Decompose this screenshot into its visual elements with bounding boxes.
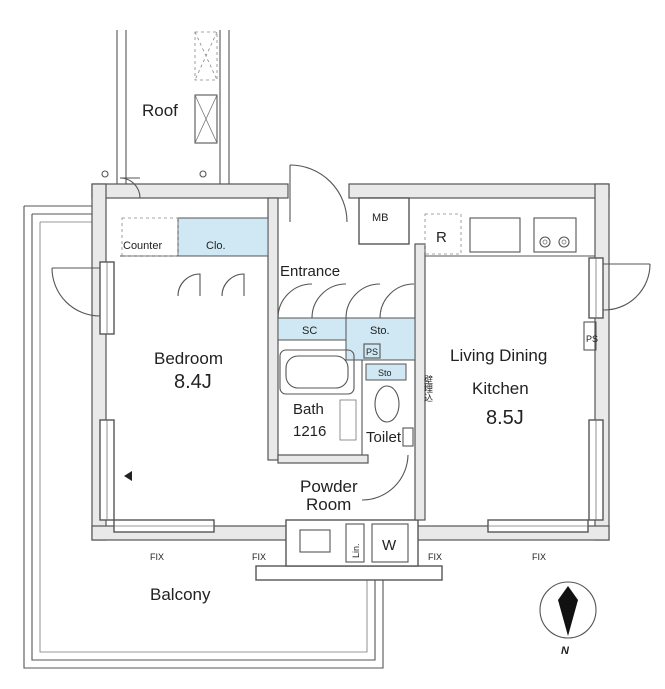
sink-box	[299, 529, 331, 553]
exterior-walls	[91, 183, 610, 567]
fix-label-3: FIX	[428, 552, 442, 562]
kitchen-fixtures	[424, 213, 597, 351]
door-swing-icon	[51, 164, 651, 501]
counter-area	[121, 217, 179, 257]
bath-label: Bath	[293, 401, 324, 418]
refrigerator-label: R	[436, 229, 447, 246]
linen-label: Lin.	[351, 543, 361, 558]
balcony-area	[23, 205, 443, 669]
pipe-space-label-2: PS	[586, 334, 598, 344]
compass-north-icon	[539, 581, 597, 639]
counter-label: Counter	[123, 240, 162, 252]
bath-size: 1216	[293, 423, 326, 440]
toilet-storage-label: Sto	[378, 368, 392, 378]
shoe-closet-label: SC	[302, 325, 317, 337]
storage-label: Sto.	[370, 325, 390, 337]
bedroom-label: Bedroom	[154, 349, 223, 368]
bathtub-icon	[279, 349, 357, 441]
powder-room-label-line1: Powder	[300, 477, 358, 496]
fix-label-1: FIX	[150, 552, 164, 562]
north-label: N	[561, 645, 570, 657]
bedroom-size: 8.4J	[174, 371, 212, 393]
pipe-space-label: PS	[366, 347, 378, 357]
fix-label-4: FIX	[532, 552, 546, 562]
stove-burner-icon	[539, 236, 570, 248]
toilet-storage	[365, 363, 407, 381]
balcony-label: Balcony	[150, 585, 211, 604]
fix-label-2: FIX	[252, 552, 266, 562]
pipe-space-box	[363, 343, 381, 359]
washer-box	[371, 523, 409, 563]
closet-label: Clo.	[206, 240, 226, 252]
entrance-label: Entrance	[280, 263, 340, 280]
roof-area	[101, 30, 230, 185]
powder-room-label-line2: Room	[306, 495, 351, 514]
roof-label: Roof	[142, 101, 178, 120]
ldk-label-line1: Living Dining	[450, 346, 547, 365]
mb-label: MB	[372, 212, 389, 224]
toilet-icon	[374, 385, 414, 447]
washer-label: W	[382, 537, 397, 554]
ldk-label-line2: Kitchen	[472, 379, 529, 398]
wall-built-in-label: 壁埋込	[423, 374, 433, 402]
ldk-size: 8.5J	[486, 407, 524, 429]
arrow-marker-icon	[124, 471, 132, 481]
toilet-label: Toilet	[366, 429, 402, 446]
linen-box	[345, 523, 365, 563]
